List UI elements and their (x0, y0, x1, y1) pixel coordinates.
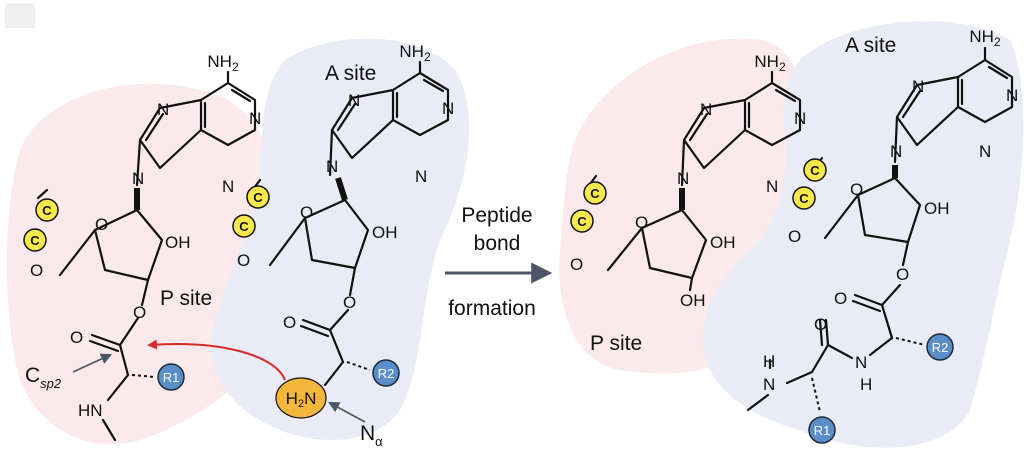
c-bead-label: C (799, 191, 809, 206)
c-bead (570, 209, 594, 233)
r2-bead (926, 333, 954, 361)
n-label: N (855, 353, 867, 372)
n-alpha-pointer-arrow (328, 401, 366, 423)
nucleophilic-attack-arrow (147, 339, 286, 381)
n-label: N (348, 91, 360, 110)
a-site-adenosine-right: NH2 N N N N O OH O O (788, 27, 1018, 284)
r1-bead (157, 363, 185, 391)
n-label: N (700, 100, 712, 119)
o-label: O (300, 203, 313, 222)
o-label: O (283, 313, 296, 332)
o-label: O (788, 227, 801, 246)
aminoacyl-chain-left: O (283, 308, 371, 387)
n-label: N (912, 77, 924, 96)
peptidyl-chain-left: O HN (70, 316, 156, 442)
p-site-adenosine-right: NH2 N N N N O OH OH O (570, 52, 806, 310)
r1-label: R1 (163, 370, 180, 385)
o-label: O (814, 315, 827, 334)
r2-label: R2 (932, 340, 949, 355)
c-bead (232, 214, 256, 238)
arrow-text-line2: bond (474, 232, 521, 255)
n-label: N (794, 109, 806, 128)
p-site-adenosine-left: NH2 N N N N O OH O O (30, 52, 261, 322)
n-label: N (415, 167, 427, 186)
n-label: N (890, 142, 902, 161)
c-bead (23, 228, 47, 252)
c-bead (792, 186, 816, 210)
arrow-text-line1: Peptide (461, 204, 532, 227)
n-label: N (132, 169, 144, 188)
o-label: O (343, 293, 356, 312)
c-bead-label: C (810, 163, 820, 178)
o-label: O (635, 213, 648, 232)
c-bead-label: C (239, 219, 249, 234)
h-label: H (763, 352, 775, 371)
n-label: N (766, 177, 778, 196)
oh-label: OH (680, 291, 706, 310)
n-label: N (1006, 86, 1018, 105)
c-bead (583, 181, 607, 205)
nh2-label: NH2 (754, 52, 786, 74)
n-label: N (677, 169, 689, 188)
n-label: N (979, 142, 991, 161)
n-alpha-label: Nα (360, 422, 383, 449)
corner-square (5, 3, 35, 28)
o-label: O (133, 303, 146, 322)
hn-label: HN (78, 401, 103, 420)
o-label: O (30, 261, 43, 280)
n-label: N (326, 157, 338, 176)
a-site-label-right: A site (845, 34, 896, 57)
c-bead (803, 158, 827, 182)
r1-bead (808, 416, 836, 444)
o-label: O (70, 328, 83, 347)
csp2-pointer-arrow (72, 353, 113, 373)
a-site-label-left: A site (325, 62, 376, 85)
h2n-label: H2N (286, 389, 317, 410)
o-label: O (237, 251, 250, 270)
arrow-text-line3: formation (448, 297, 536, 320)
nh2-label: NH2 (969, 27, 1001, 49)
n-label: N (442, 99, 454, 118)
h-label: H (860, 375, 872, 394)
c-bead (246, 185, 270, 209)
a-site-region-left (211, 38, 470, 441)
o-label: O (95, 215, 108, 234)
n-label: N (157, 100, 169, 119)
oh-label: OH (165, 233, 191, 252)
c-bead-label: C (577, 214, 587, 229)
c-bead-label: C (42, 203, 52, 218)
amine-highlight (275, 377, 327, 419)
o-label: O (896, 265, 909, 284)
c-bead (35, 198, 59, 222)
oh-label: OH (710, 233, 736, 252)
r2-label: R2 (378, 366, 395, 381)
r2-bead (372, 359, 400, 387)
n-label: N (763, 375, 775, 394)
a-site-adenosine-left: NH2 N N N N O OH O O (237, 42, 454, 312)
nh2-label: NH2 (207, 52, 239, 74)
n-label: N (222, 177, 234, 196)
o-label: O (850, 180, 863, 199)
oh-label: OH (924, 199, 950, 218)
r1-label: R1 (814, 423, 831, 438)
c-bead-label: C (253, 190, 263, 205)
nh2-label: NH2 (399, 42, 431, 64)
p-site-label-right: P site (590, 332, 642, 355)
oh-label: OH (372, 223, 398, 242)
o-label: O (834, 289, 847, 308)
dipeptidyl-chain-right: O O N H N H (746, 283, 926, 413)
csp2-label: Csp2 (25, 364, 62, 391)
p-site-label-left: P site (160, 287, 212, 310)
c-bead-label: C (30, 233, 40, 248)
o-label: O (570, 255, 583, 274)
n-label: N (249, 109, 261, 128)
c-bead-label: C (590, 186, 600, 201)
